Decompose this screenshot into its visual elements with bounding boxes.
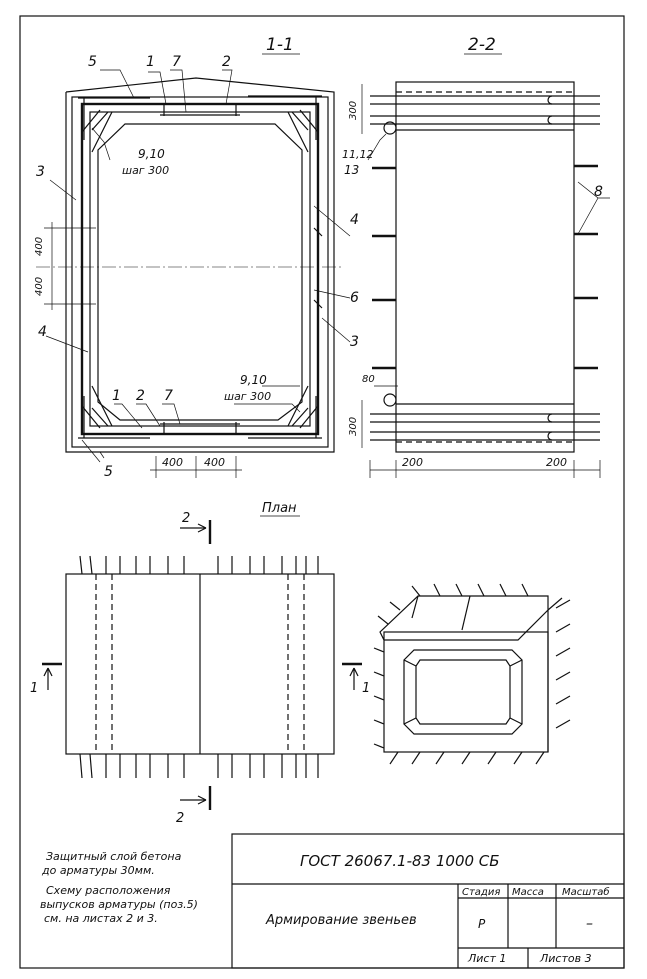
stage-header: Стадия — [462, 887, 500, 898]
cut-mark-1-right: 1 — [362, 681, 370, 696]
cut-mark-2-bottom: 2 — [176, 811, 184, 826]
callout-7-top: 7 — [172, 54, 181, 70]
callout-13: 13 — [344, 163, 359, 177]
note-line-4: выпусков арматуры (поз.5) — [40, 898, 198, 911]
callout-6-right: 6 — [350, 290, 359, 306]
section-1-1-title: 1-1 — [266, 35, 294, 55]
title-block: ГОСТ 26067.1-83 1000 СБ Армирование звен… — [231, 833, 625, 969]
scale-header: Масштаб — [562, 886, 610, 898]
plan-title: План — [262, 501, 297, 516]
callout-4-left: 4 — [38, 324, 47, 340]
callout-5-top: 5 — [88, 54, 97, 70]
callout-3-left: 3 — [36, 164, 45, 180]
note-line-5: см. на листах 2 и 3. — [44, 912, 158, 925]
sheet-number: Лист 1 — [467, 952, 506, 965]
section-1-1-drawing: 1-1 400 400 400 400 — [34, 35, 359, 480]
dim-300-top: 300 — [348, 101, 359, 120]
note-line-1: Защитный слой бетона — [46, 850, 182, 863]
cut-mark-1-left: 1 — [30, 681, 38, 696]
dim-200-right: 200 — [546, 456, 567, 469]
callout-5-bottom: 5 — [104, 464, 113, 480]
callout-1-top: 1 — [146, 54, 155, 70]
dim-400-upper: 400 — [34, 237, 45, 256]
callout-1-bottom: 1 — [112, 388, 121, 404]
stage-value: Р — [478, 917, 486, 931]
section-2-2-drawing: 2-2 300 300 80 200 200 11,12 13 8 — [342, 35, 610, 478]
note-line-2: до арматуры 30мм. — [41, 864, 155, 877]
callout-step-bottom: шаг 300 — [224, 390, 271, 403]
callout-9-10-top: 9,10 — [138, 147, 165, 161]
callout-3-right: 3 — [350, 334, 359, 350]
notes-block: Защитный слой бетона до арматуры 30мм. С… — [40, 850, 198, 925]
mass-header: Масса — [512, 887, 544, 898]
dim-400-lower: 400 — [34, 277, 45, 296]
dim-80: 80 — [362, 374, 375, 385]
sheet-frame — [19, 15, 625, 969]
document-code: ГОСТ 26067.1-83 1000 СБ — [300, 852, 500, 870]
sheet-count: Листов 3 — [539, 952, 592, 965]
drawing-title: Армирование звеньев — [265, 913, 417, 928]
callout-11-12: 11,12 — [342, 148, 374, 161]
section-2-2-title: 2-2 — [468, 35, 496, 55]
isometric-view — [373, 583, 571, 765]
scale-value: – — [586, 916, 593, 932]
note-line-3: Схему расположения — [46, 884, 171, 897]
dim-400-bottom-right: 400 — [204, 456, 225, 469]
callout-step-top: шаг 300 — [122, 164, 169, 177]
callout-4-right: 4 — [350, 212, 359, 228]
callout-2-top: 2 — [222, 54, 231, 70]
dim-300-bottom: 300 — [348, 417, 359, 436]
callout-2-bottom: 2 — [136, 388, 145, 404]
dim-200-left: 200 — [402, 456, 423, 469]
callout-9-10-bottom: 9,10 — [240, 373, 267, 387]
plan-drawing: План 2 1 1 2 — [30, 501, 370, 826]
dim-400-bottom-left: 400 — [162, 456, 183, 469]
callout-7-bottom: 7 — [164, 388, 173, 404]
cut-mark-2-top: 2 — [182, 511, 190, 526]
callout-8: 8 — [594, 184, 603, 200]
